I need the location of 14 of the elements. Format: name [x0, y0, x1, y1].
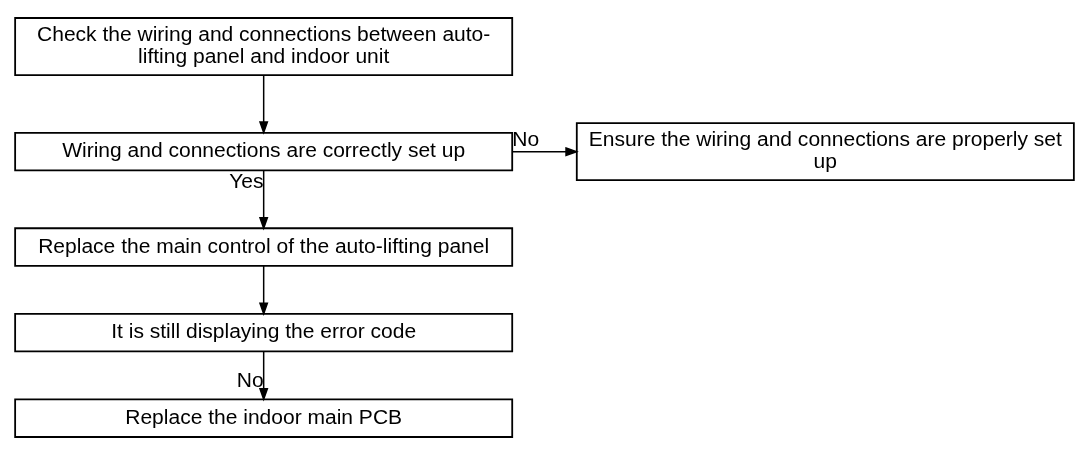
arrow [258, 169, 269, 231]
arrow [258, 350, 269, 402]
node-box: Replace the indoor main PCB [14, 398, 514, 438]
arrow [511, 146, 579, 157]
node-box: Replace the main control of the auto-lifting panel [14, 227, 514, 267]
node-box: Ensure the wiring and connections are properly set up [575, 122, 1075, 182]
edge-label: No [236, 368, 264, 392]
node-box: Check the wiring and connections between auto-lifting panel and indoor unit [14, 17, 514, 76]
edge-label: Yes [229, 169, 264, 193]
node-box: Wiring and connections are correctly set up [14, 132, 514, 172]
arrow [258, 265, 269, 316]
arrow [258, 74, 269, 135]
edge-label: No [512, 126, 540, 150]
node-box: It is still displaying the error code [14, 312, 514, 353]
